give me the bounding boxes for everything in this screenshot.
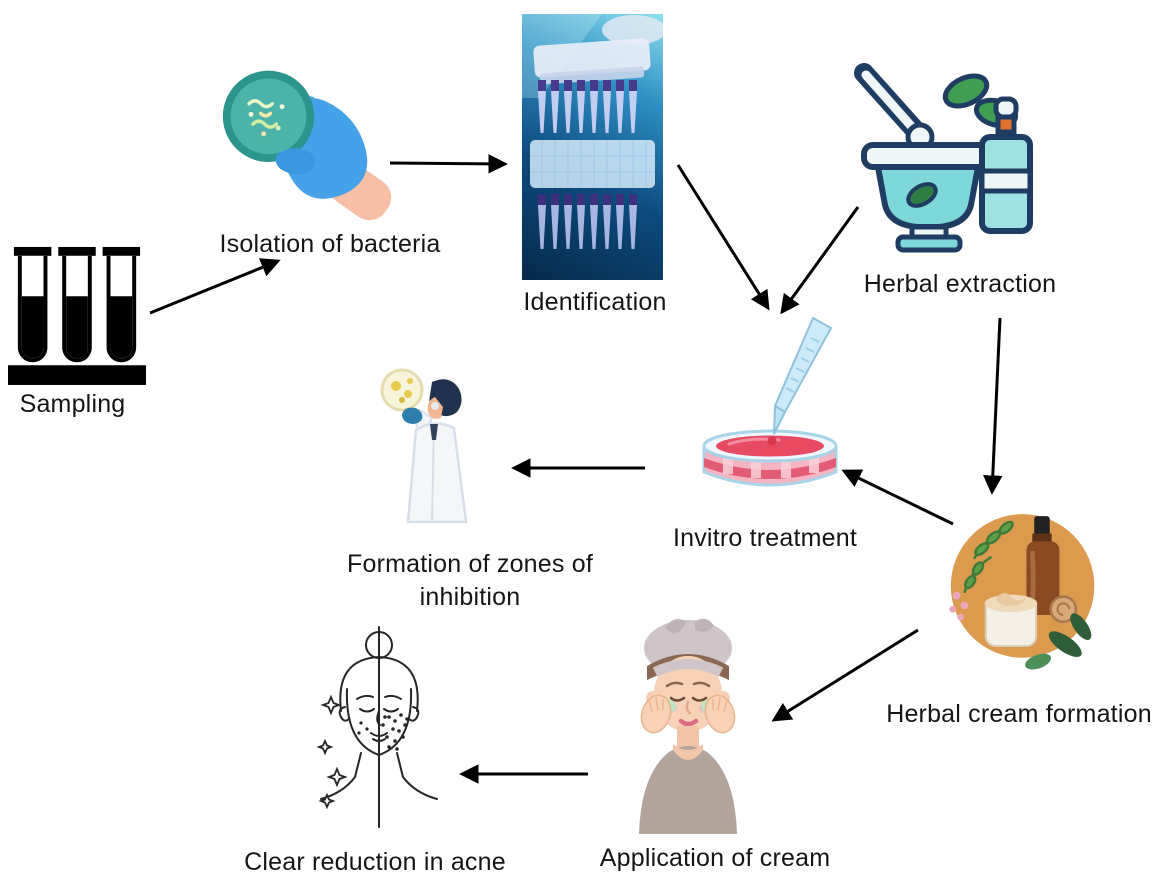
isolation-label: Isolation of bacteria [219,230,441,258]
herbs-cream-jar-icon [945,500,1105,700]
application-of-cream-label: Application of cream [599,844,831,872]
mortar-pestle-bottle-icon [840,55,1040,260]
arrow-isolation-to-identification [389,154,508,174]
identification-label: Identification [523,288,667,316]
multichannel-pipette-photo [522,14,663,280]
herbal-cream-formation-label: Herbal cream formation [886,700,1152,728]
woman-applying-cream-icon [625,614,755,834]
arrow-sampling-to-isolation [149,258,281,315]
zones-label-line1: Formation of zones of [347,550,593,578]
scientist-examining-dish-icon [372,368,497,526]
pipette-petri-dish-icon [663,316,878,521]
test-tubes-icon [8,238,146,388]
arrow-herbal-extraction-to-cream-formation [983,317,1003,495]
zones-of-inhibition-label: Formation of zones of inhibition [330,548,610,613]
gloved-hand-petri-dish-icon [210,60,395,230]
clear-reduction-label: Clear reduction in acne [244,848,506,876]
acne-face-line-art-icon [315,625,440,837]
arrow-identification-to-invitro [676,164,770,311]
zones-label-line2: inhibition [419,582,521,611]
herbal-extraction-label: Herbal extraction [863,270,1057,298]
sampling-label: Sampling [19,390,126,418]
invitro-treatment-label: Invitro treatment [672,524,858,552]
